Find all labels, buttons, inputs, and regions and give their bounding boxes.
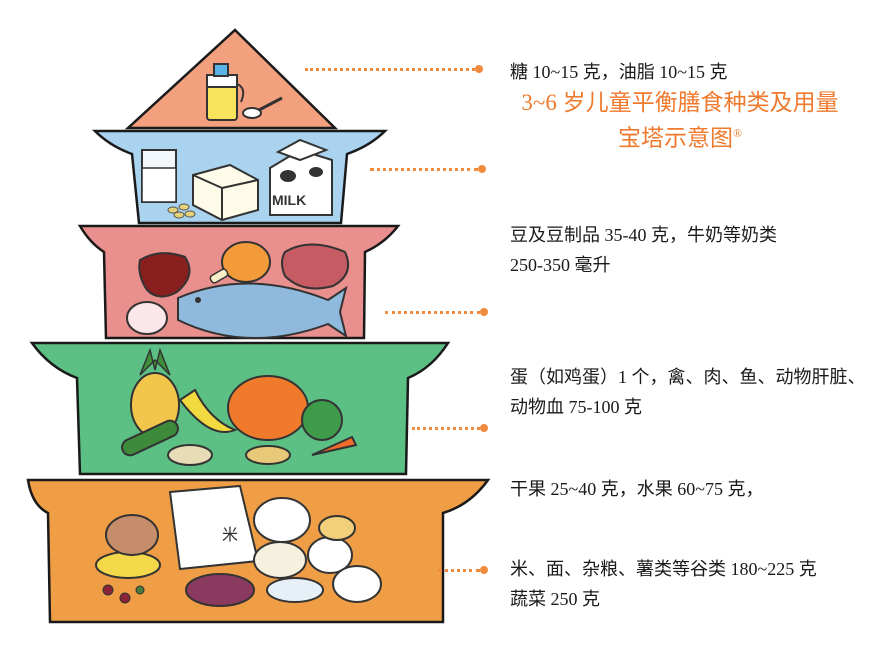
tofu-icon bbox=[192, 163, 259, 222]
steamed-bun-icon bbox=[332, 565, 382, 603]
title-line2: 宝塔示意图® bbox=[617, 125, 743, 151]
banana-icon bbox=[178, 388, 238, 433]
connector-line-level4 bbox=[412, 427, 480, 430]
meat-icon bbox=[281, 243, 349, 290]
label-base-line1: 米、面、杂粮、薯类等谷类 180~225 克 bbox=[510, 559, 817, 579]
label-top: 糖 10~15 克，油脂 10~15 克 bbox=[510, 57, 727, 87]
rice-bag-label: 米 bbox=[222, 525, 238, 544]
milk-carton-label: MILK bbox=[272, 192, 306, 208]
connector-dot-level4 bbox=[480, 424, 488, 432]
chicken-leg-icon bbox=[209, 241, 271, 284]
page-title: 3~6 岁儿童平衡膳食种类及用量 宝塔示意图® bbox=[500, 88, 860, 154]
dumplings-icon bbox=[266, 577, 324, 603]
beans-icon bbox=[102, 584, 114, 596]
connector-line-level2 bbox=[370, 168, 478, 171]
oil-bottle-icon bbox=[206, 63, 245, 121]
corn-icon bbox=[95, 551, 161, 579]
pistachio-icon bbox=[167, 444, 213, 466]
pumpkin-icon bbox=[227, 375, 309, 441]
fish-icon bbox=[177, 282, 348, 340]
noodles-icon bbox=[253, 541, 307, 579]
label-top-line1: 糖 10~15 克，油脂 10~15 克 bbox=[510, 62, 728, 82]
label-level3-line2: 动物血 75-100 克 bbox=[510, 397, 642, 417]
label-level4-line1: 干果 25~40 克，水果 60~75 克， bbox=[510, 479, 764, 499]
soybeans-icon bbox=[167, 203, 196, 219]
cucumber-icon bbox=[121, 419, 179, 457]
sweet-potato-icon bbox=[185, 573, 255, 607]
label-base: 米、面、杂粮、薯类等谷类 180~225 克 蔬菜 250 克 bbox=[510, 554, 817, 614]
cabbage-icon bbox=[301, 399, 343, 441]
sugar-spoon-icon bbox=[242, 96, 283, 119]
taro-icon bbox=[105, 514, 159, 556]
peanut-icon bbox=[245, 445, 291, 465]
label-level3-line1: 蛋（如鸡蛋）1 个，禽、肉、鱼、动物肝脏、 bbox=[510, 367, 866, 387]
milk-glass-icon bbox=[141, 149, 177, 203]
milk-carton-icon: MILK bbox=[269, 138, 333, 216]
beans-icon bbox=[119, 592, 131, 604]
pineapple-leaves-icon bbox=[139, 347, 171, 376]
title-line1: 3~6 岁儿童平衡膳食种类及用量 bbox=[521, 90, 839, 115]
label-base-line2: 蔬菜 250 克 bbox=[510, 589, 600, 609]
connector-dot-base bbox=[480, 566, 488, 574]
rice-bag-icon: 米 bbox=[168, 484, 260, 571]
connector-dot-level2 bbox=[478, 165, 486, 173]
rice-bowl-icon bbox=[253, 497, 311, 543]
connector-line-top bbox=[305, 68, 475, 71]
label-level2: 豆及豆制品 35-40 克，牛奶等奶类 250-350 毫升 bbox=[510, 220, 777, 280]
connector-line-base bbox=[438, 569, 480, 572]
label-level2-line2: 250-350 毫升 bbox=[510, 255, 611, 275]
label-level2-line1: 豆及豆制品 35-40 克，牛奶等奶类 bbox=[510, 225, 777, 245]
egg-icon bbox=[126, 301, 168, 335]
connector-dot-top bbox=[475, 65, 483, 73]
label-level3: 蛋（如鸡蛋）1 个，禽、肉、鱼、动物肝脏、 动物血 75-100 克 bbox=[510, 362, 866, 422]
carrot-icon bbox=[311, 435, 358, 456]
beans-icon bbox=[135, 585, 145, 595]
connector-line-level3 bbox=[385, 311, 480, 314]
connector-dot-level3 bbox=[480, 308, 488, 316]
registered-mark: ® bbox=[732, 126, 743, 140]
bread-icon bbox=[318, 515, 356, 541]
liver-icon bbox=[138, 252, 191, 298]
label-level4: 干果 25~40 克，水果 60~75 克， bbox=[510, 474, 763, 504]
